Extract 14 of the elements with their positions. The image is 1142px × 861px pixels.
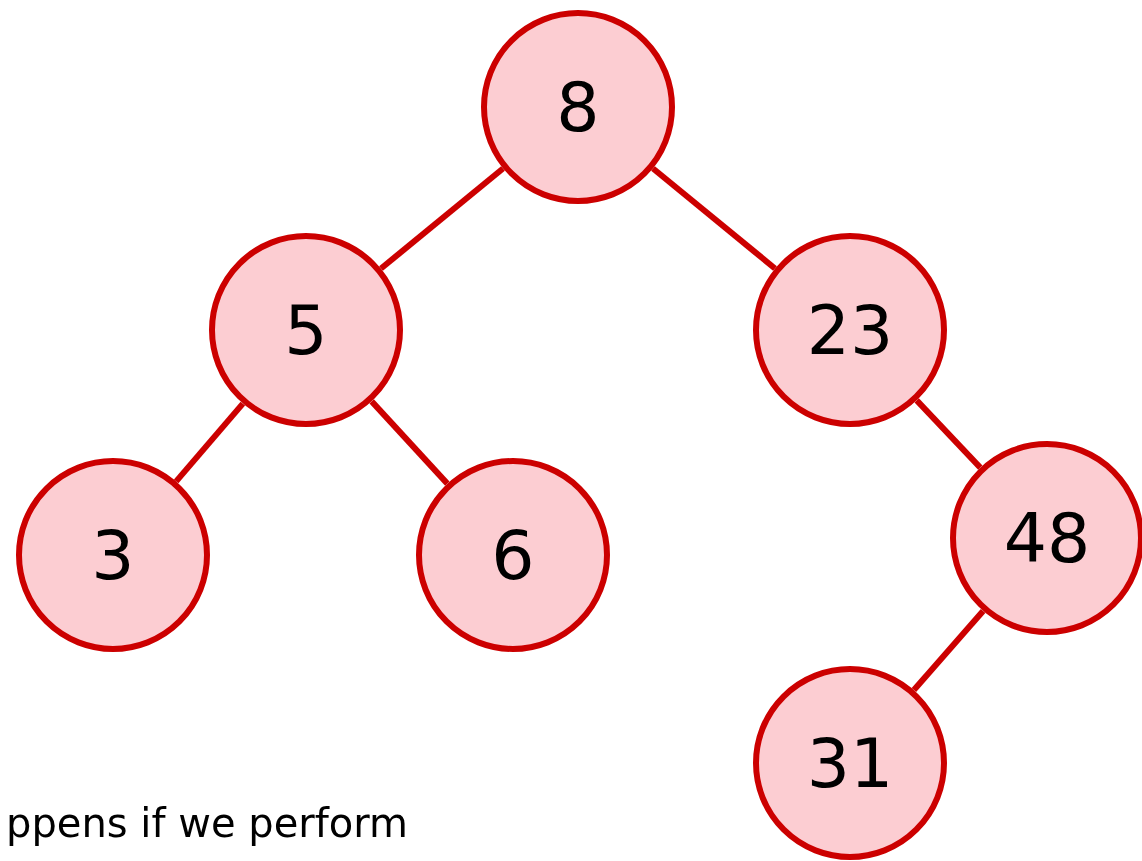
node-value: 3 <box>91 515 135 595</box>
question-text: ppens if we perform <box>6 800 408 846</box>
tree-edge <box>173 401 246 484</box>
node-value: 5 <box>284 290 328 370</box>
node-value: 8 <box>556 67 600 147</box>
tree-edge <box>914 398 983 470</box>
node-value: 31 <box>806 723 894 803</box>
tree-edge <box>911 609 986 692</box>
node-value: 48 <box>1003 498 1091 578</box>
tree-edge <box>379 166 505 271</box>
tree-edge <box>369 399 450 486</box>
tree-edge <box>651 166 777 271</box>
node-value: 23 <box>806 290 894 370</box>
node-value: 6 <box>491 515 535 595</box>
